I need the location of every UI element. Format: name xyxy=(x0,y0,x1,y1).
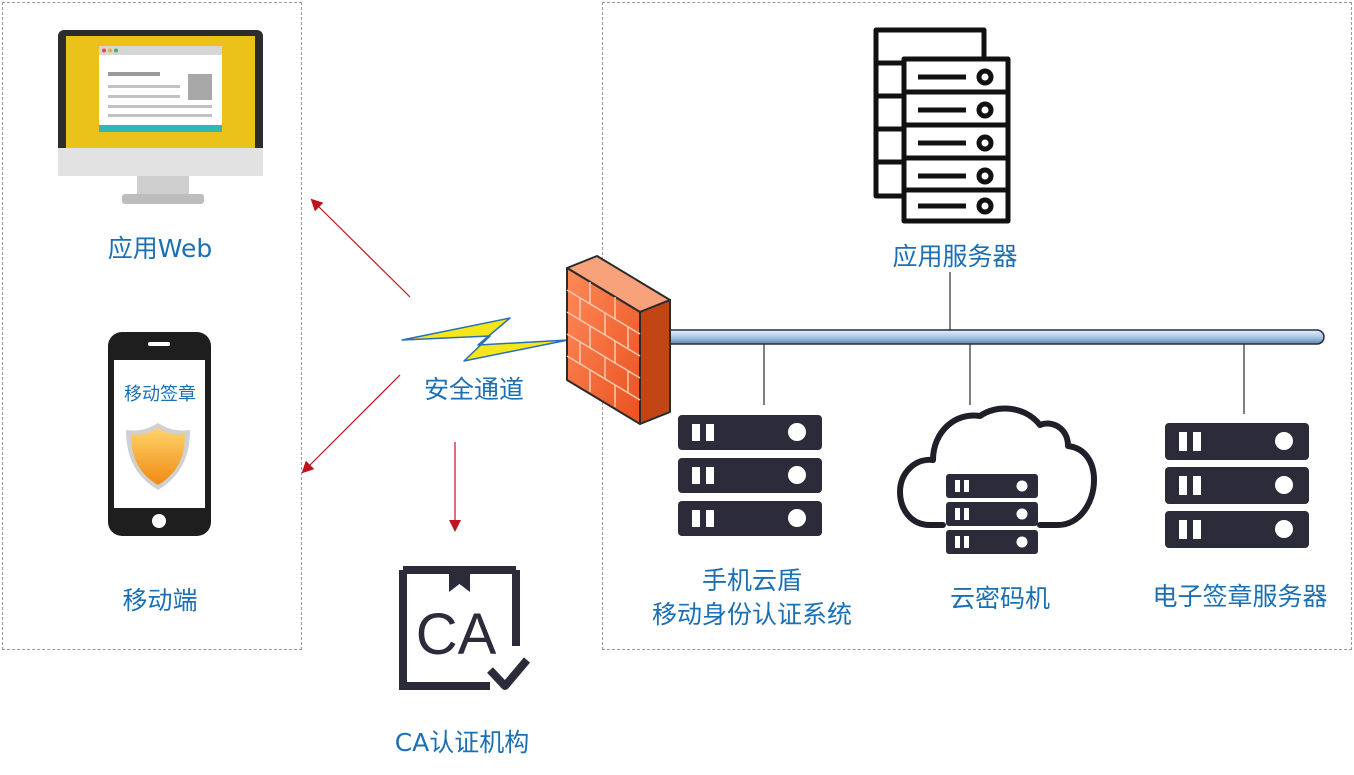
arrow-to-web xyxy=(310,198,411,298)
ca-label: CA认证机构 xyxy=(394,728,530,757)
channel-label: 安全通道 xyxy=(423,375,524,404)
cloud-crypto-label: 云密码机 xyxy=(949,584,1050,613)
app-server-label: 应用服务器 xyxy=(892,242,1018,271)
mobile-label: 移动端 xyxy=(122,586,198,615)
shield-system-label-line1: 手机云盾 xyxy=(701,566,802,595)
server-stack-icon xyxy=(873,27,1011,224)
shield-icon xyxy=(126,423,190,490)
cloud-server-icon xyxy=(897,405,1097,554)
server-rack-icon xyxy=(678,415,822,536)
client-zone-box xyxy=(2,2,302,650)
web-label: 应用Web xyxy=(107,234,213,263)
ca-logo-text: CA xyxy=(416,602,497,667)
esign-server-label: 电子签章服务器 xyxy=(1152,582,1328,611)
shield-system-label-line2: 移动身份认证系统 xyxy=(651,600,852,629)
firewall-icon xyxy=(566,255,671,425)
server-rack-icon xyxy=(1165,423,1309,548)
monitor-icon xyxy=(58,30,263,204)
arrow-to-mobile xyxy=(301,374,401,474)
lightning-icon xyxy=(401,317,569,362)
network-bus xyxy=(657,329,1325,345)
ca-certificate-icon: CA xyxy=(399,566,531,690)
mobile-screen-text: 移动签章 xyxy=(124,384,196,405)
